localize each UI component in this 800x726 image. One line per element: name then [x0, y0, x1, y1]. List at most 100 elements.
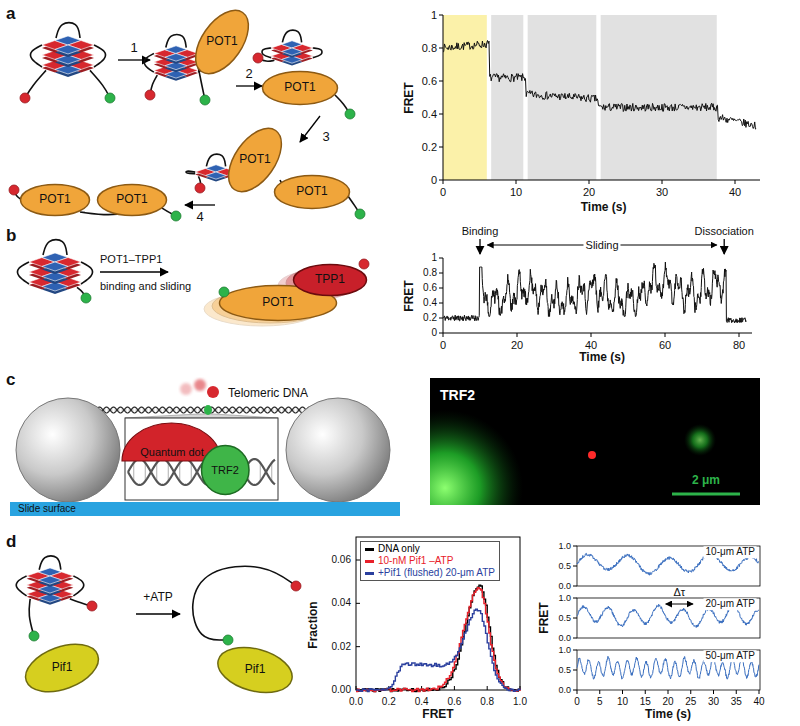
tick-label: 5: [597, 696, 603, 708]
shaded-interval: [491, 15, 523, 180]
tick: [439, 333, 443, 334]
arrow: [100, 271, 168, 272]
condition-label: 20-μm ATP: [704, 598, 757, 610]
tick-label: 35: [731, 696, 742, 708]
arrow: [185, 204, 215, 205]
tick: [735, 180, 736, 184]
tick-label: 0: [431, 174, 437, 187]
green-fluorophore: [171, 211, 181, 221]
shaded-interval: [601, 15, 717, 180]
dna-strand: [81, 262, 93, 284]
event-label: Dissociation: [695, 225, 754, 238]
base-pair: [179, 463, 180, 481]
tick: [487, 686, 488, 690]
dna-strand: [16, 576, 26, 596]
tick-label: 0: [440, 339, 446, 352]
tick: [573, 618, 577, 619]
legend-entry: DNA only: [365, 543, 495, 555]
step-number: 2: [245, 67, 252, 82]
node-text-group: TRF2: [211, 464, 239, 477]
x-axis: [443, 180, 760, 181]
tick: [439, 81, 443, 82]
red-fluorophore: [195, 183, 205, 193]
node-label: POT1: [284, 81, 315, 95]
outline: [10, 502, 400, 516]
tick: [356, 603, 360, 604]
green-fluorophore: [223, 635, 233, 645]
tick-label: 0.5: [558, 561, 571, 571]
tick: [439, 114, 443, 115]
base-pair: [133, 463, 134, 481]
tick: [356, 646, 360, 647]
node-text-group: Pif1: [245, 663, 266, 677]
event-label: Binding: [462, 225, 499, 238]
condition-label: 50-μm ATP: [704, 650, 757, 662]
tick: [517, 333, 518, 337]
fret-trace: [443, 262, 746, 323]
panel-letter: d: [6, 532, 16, 552]
red-fluorophore: [87, 601, 97, 611]
g-quadruplex: [16, 556, 84, 605]
dna-strand: [29, 599, 34, 636]
green-fluorophore: [29, 631, 39, 641]
node-text-group: POT1: [296, 185, 327, 199]
panel-letter: b: [6, 226, 16, 246]
quantum-dot: [207, 386, 219, 398]
fret-trace: [443, 40, 756, 129]
outline: [263, 72, 338, 105]
tick: [516, 180, 517, 184]
legend-text: +Pif1 (flushed) 20-μm ATP: [378, 567, 495, 578]
legend-text: DNA only: [378, 543, 420, 554]
dwell-time-arrow: [666, 604, 693, 605]
tick-label: 0.5: [558, 613, 571, 623]
tick-label: 20: [511, 339, 523, 352]
tick-label: 1.0: [558, 541, 571, 551]
tick-label: 0.4: [415, 696, 429, 708]
dwell-time-label: Δτ: [674, 586, 686, 599]
tick: [573, 566, 577, 567]
node-text-group: POT1: [116, 193, 147, 207]
dna-strand: [18, 262, 30, 284]
tick: [454, 686, 455, 690]
outline: [19, 635, 105, 700]
tick: [573, 670, 577, 671]
event-arrow: [724, 239, 725, 254]
node-label: POT1: [116, 193, 147, 207]
tick-label: 20: [583, 186, 595, 199]
fret-traces: [573, 546, 760, 694]
bead: [286, 398, 390, 502]
pot1-protein: POT1: [194, 9, 250, 75]
plot-frame: [577, 546, 760, 586]
guanine-tetrad: [282, 48, 303, 55]
outline: [201, 446, 249, 495]
arrow: [136, 613, 180, 614]
axis-title: Time (s): [645, 708, 691, 722]
histogram-curve: [356, 609, 520, 691]
dna-strand: [31, 45, 43, 67]
quantum-dot-trace: [194, 379, 206, 391]
tick: [591, 333, 592, 337]
tick-label: 10: [617, 696, 628, 708]
tick: [573, 690, 577, 691]
axis-title: FRET: [422, 708, 453, 722]
tick-label: 0.0: [558, 581, 571, 591]
node-label: POT1: [39, 193, 70, 207]
tick: [622, 690, 623, 694]
tick: [577, 690, 578, 694]
axis-title: FRET: [403, 280, 417, 311]
scale-label: 2 μm: [692, 474, 720, 488]
guanine-tetrad: [38, 576, 61, 584]
tick-label: 0.5: [558, 665, 571, 675]
node-text-group: Slide surface: [18, 503, 76, 515]
step-number: 1: [130, 41, 137, 56]
tick: [439, 147, 443, 148]
tick-label: 1: [431, 9, 437, 22]
legend-box: DNA only10-nM Pif1 –ATP+Pif1 (flushed) 2…: [360, 541, 500, 581]
tick: [645, 690, 646, 694]
base-pair: [168, 463, 169, 481]
tick-label: 0.0: [558, 685, 571, 695]
dna-strand: [262, 48, 271, 58]
node-label: Slide surface: [18, 503, 76, 515]
